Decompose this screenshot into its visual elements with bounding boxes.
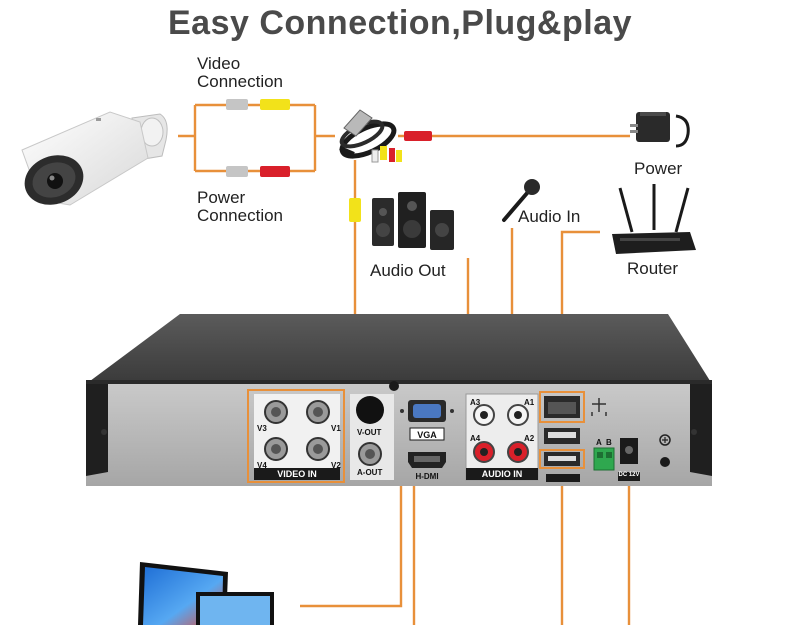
terminal-b-label: B — [606, 438, 612, 447]
bullet-camera-icon — [21, 111, 168, 206]
video-plug-yellow — [260, 99, 290, 110]
v2-port-label: V2 — [331, 461, 341, 470]
power-connection-line-2: Connection — [197, 206, 284, 225]
v4-port-label: V4 — [257, 461, 267, 470]
video-connection-label: Video Connection — [197, 55, 283, 91]
router-label: Router — [627, 259, 679, 278]
a1-port-label: A1 — [524, 398, 535, 407]
audio-in-label: Audio In — [518, 207, 581, 226]
video-connection-line-1: Video — [197, 54, 241, 73]
video-plug-gray — [226, 99, 248, 110]
v-out-label: V-OUT — [357, 428, 382, 437]
v3-port-label: V3 — [257, 424, 267, 433]
audio-out-label: Audio Out — [370, 261, 446, 280]
router-icon — [612, 184, 696, 254]
video-connection-line-2: Connection — [197, 72, 284, 91]
a-out-label: A-OUT — [357, 468, 383, 477]
a4-port-label: A4 — [470, 434, 481, 443]
a2-port-label: A2 — [524, 434, 535, 443]
a3-port-label: A3 — [470, 398, 481, 407]
dc-label: DC 12V — [618, 472, 640, 478]
page-title: Easy Connection,Plug&play — [167, 4, 633, 42]
power-connection-line-1: Power — [197, 188, 246, 207]
power-label: Power — [634, 159, 683, 178]
vga-label: VGA — [417, 430, 437, 440]
microphone-icon — [502, 179, 540, 222]
hdmi-label: H-DMI — [415, 472, 439, 481]
power-adapter-icon — [630, 112, 690, 148]
video-in-plug-yellow — [349, 198, 361, 222]
power-plug-gray — [226, 166, 248, 177]
bnc-cable-icon — [339, 109, 402, 163]
dvr-icon — [86, 314, 712, 486]
power-adapter-plug-red — [404, 131, 432, 141]
speaker-icon — [372, 192, 454, 250]
plugs — [226, 99, 432, 222]
monitor-icon — [138, 562, 274, 625]
v1-port-label: V1 — [331, 424, 341, 433]
audio-in-caption: AUDIO IN — [481, 469, 523, 479]
terminal-a-label: A — [596, 438, 602, 447]
video-in-caption: VIDEO IN — [277, 469, 317, 479]
power-plug-red — [260, 166, 290, 177]
power-connection-label: Power Connection — [197, 189, 283, 225]
